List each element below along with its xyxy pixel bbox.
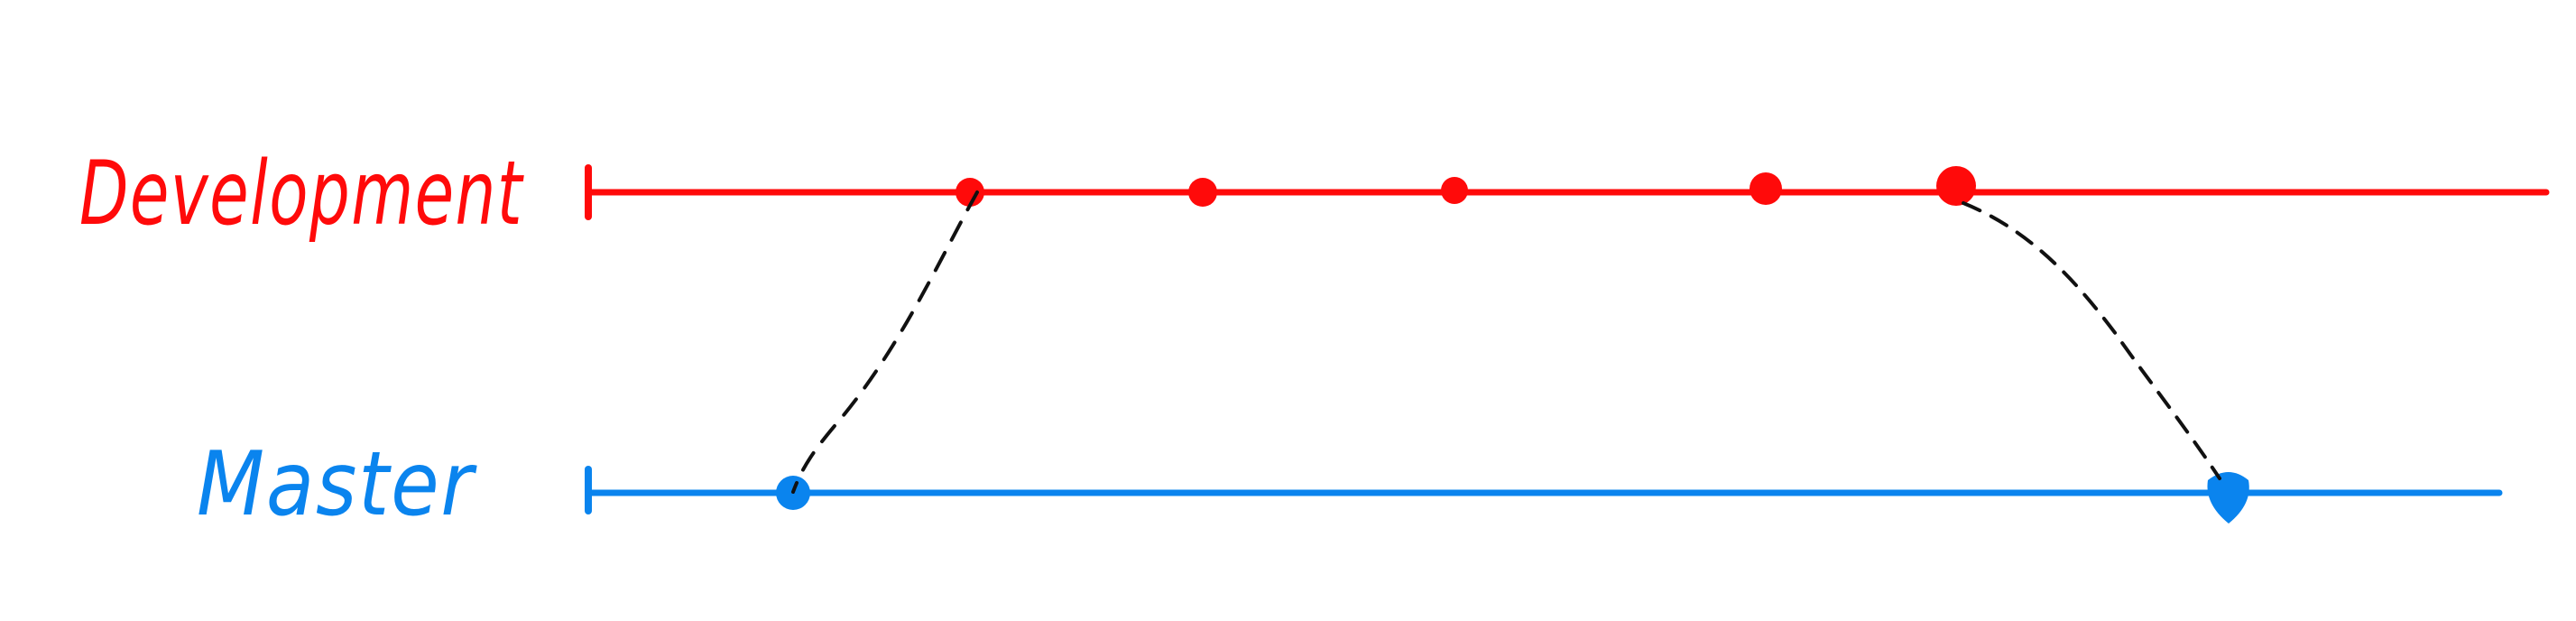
master-commit [2207, 472, 2249, 524]
merge-connectors [791, 190, 2221, 494]
master-branch: Master [197, 433, 2503, 536]
development-commit [1750, 172, 1782, 205]
merge-connector-dashed [1962, 201, 2221, 480]
development-commit [956, 178, 984, 207]
development-commit [1188, 178, 1217, 207]
development-commit [1441, 177, 1468, 204]
master-label: Master [197, 433, 477, 536]
development-branch: Development [79, 143, 2550, 246]
merge-connector-dashed [791, 190, 979, 494]
development-commit [1936, 166, 1976, 206]
development-label: Development [79, 143, 524, 246]
